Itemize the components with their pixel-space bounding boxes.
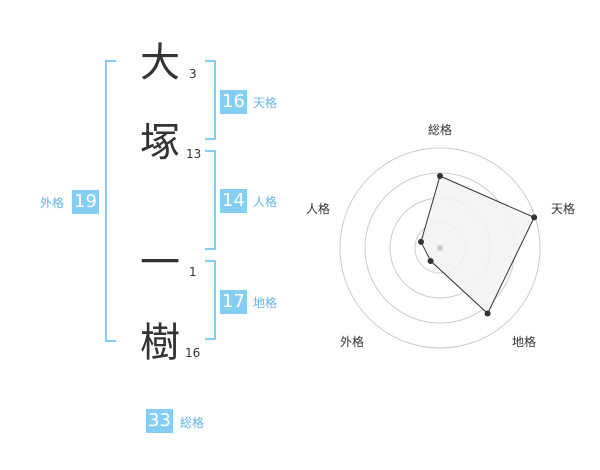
gaikaku-bracket bbox=[105, 60, 116, 342]
radar-points bbox=[417, 173, 538, 317]
radar-ring bbox=[339, 147, 541, 349]
name-char-2: 塚 bbox=[140, 120, 180, 166]
tenkaku-label: 天格 bbox=[253, 96, 278, 110]
gaikaku-label: 外格 bbox=[40, 196, 65, 210]
name-char-4: 樹 bbox=[140, 320, 180, 366]
tenkaku-badge: 16 bbox=[220, 90, 247, 114]
axis-label-chikaku: 地格 bbox=[512, 334, 536, 349]
radar-point bbox=[427, 257, 434, 264]
soukaku-badge: 33 bbox=[146, 409, 173, 433]
stroke-count-3: 1 bbox=[189, 265, 197, 279]
axis-label-soukaku: 総格 bbox=[428, 122, 452, 137]
axis-label-jinkaku: 人格 bbox=[306, 201, 330, 216]
chikaku-badge: 17 bbox=[220, 290, 247, 314]
gaikaku-badge: 19 bbox=[72, 190, 99, 214]
radar-point bbox=[437, 173, 443, 179]
axis-label-gaikaku: 外格 bbox=[340, 334, 364, 349]
name-char-3: 一 bbox=[140, 240, 180, 286]
axis-label-tenkaku: 天格 bbox=[551, 201, 575, 216]
jinkaku-bracket bbox=[205, 150, 216, 250]
soukaku-label: 総格 bbox=[180, 416, 205, 430]
stroke-count-1: 3 bbox=[189, 67, 197, 81]
radar-area bbox=[420, 175, 535, 315]
stroke-count-2: 13 bbox=[186, 147, 202, 161]
radar-point bbox=[531, 214, 538, 221]
jinkaku-badge: 14 bbox=[220, 189, 247, 213]
chikaku-label: 地格 bbox=[253, 296, 278, 310]
name-char-1: 大 bbox=[140, 40, 180, 86]
jinkaku-label: 人格 bbox=[253, 195, 278, 209]
radar-point bbox=[484, 310, 491, 317]
stroke-count-4: 16 bbox=[185, 346, 201, 360]
tenkaku-bracket bbox=[205, 60, 216, 140]
radar-center-dot bbox=[437, 245, 443, 251]
chikaku-bracket bbox=[205, 260, 216, 340]
radar-point bbox=[417, 238, 424, 245]
